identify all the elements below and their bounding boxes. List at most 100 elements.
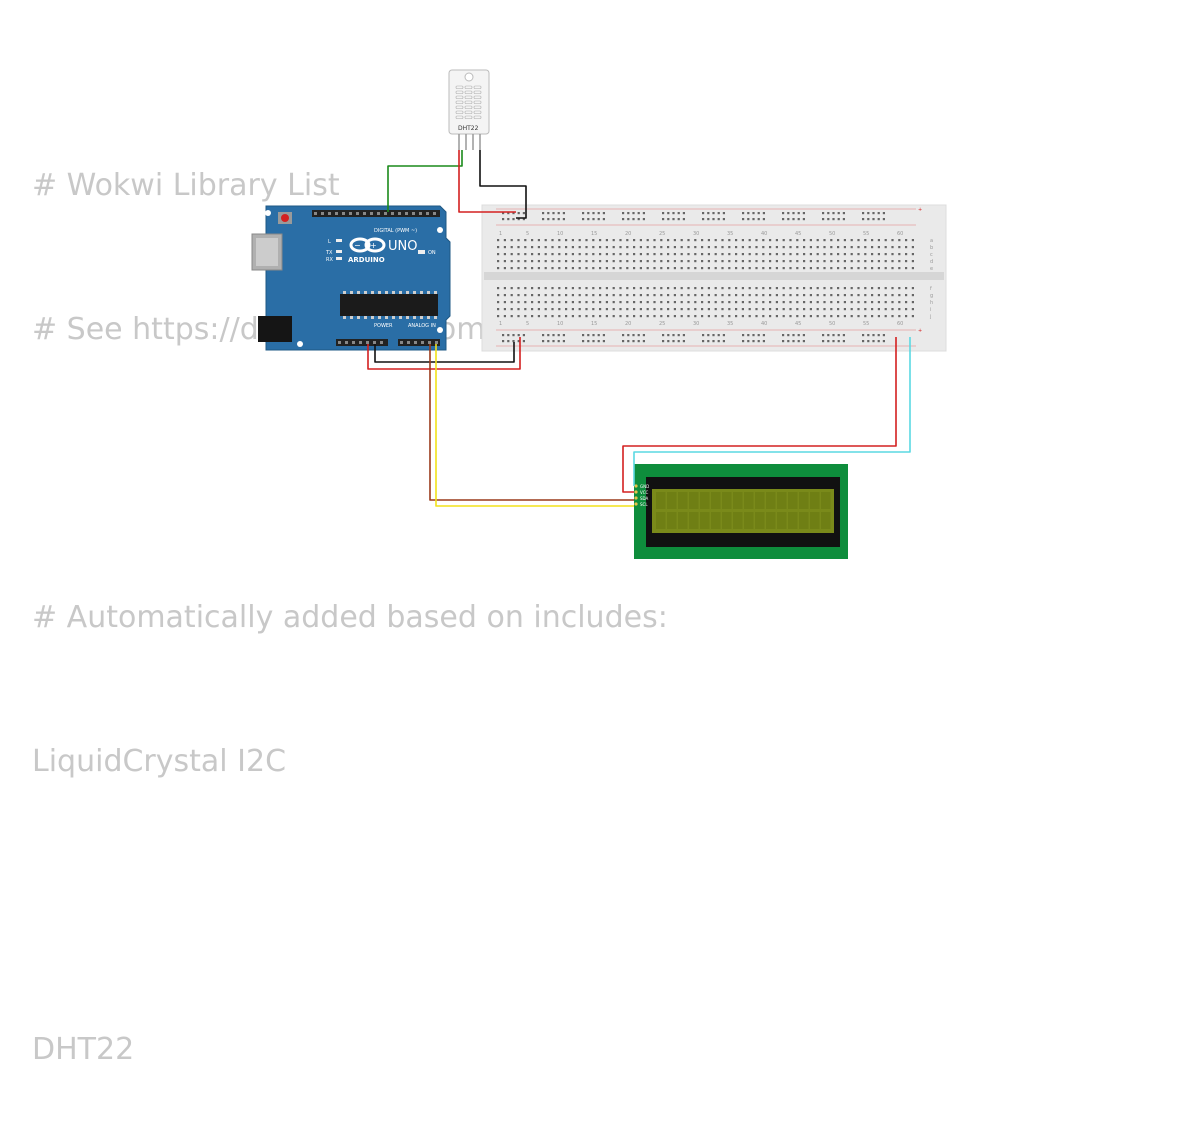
breadboard-hole [830,287,833,290]
header-pin [377,212,380,215]
breadboard-hole [864,246,867,249]
wire-lcd-gnd-cyan[interactable] [633,337,911,486]
rail-hole [862,218,865,221]
rail-hole [862,212,865,215]
breadboard-hole [551,315,554,318]
wire-arduino-gnd-black[interactable] [374,342,515,363]
breadboard-hole [524,315,527,318]
rail-hole [762,334,765,337]
breadboard-hole [619,267,622,270]
breadboard-hole [782,287,785,290]
column-number: 15 [591,321,597,327]
breadboard-hole [898,239,901,242]
breadboard-hole [660,253,663,256]
breadboard-hole [721,294,724,297]
rail-hole [837,212,840,215]
column-number: 10 [557,231,563,237]
breadboard-hole [605,246,608,249]
wire-dht-vcc-red[interactable] [458,150,516,213]
breadboard-hole [517,294,520,297]
breadboard-hole [884,239,887,242]
breadboard-hole [911,267,914,270]
breadboard[interactable]: + + 1 5 10 15 20 25 30 35 40 45 50 55 60… [481,204,947,352]
lcd-i2c-display[interactable]: GND VCC SDA SCL [634,464,848,559]
breadboard-hole [796,294,799,297]
breadboard-hole [728,287,731,290]
breadboard-hole [796,315,799,318]
breadboard-hole [850,239,853,242]
breadboard-hole [565,315,568,318]
breadboard-hole [789,246,792,249]
breadboard-hole [891,260,894,263]
breadboard-hole [762,287,765,290]
breadboard-hole [687,267,690,270]
breadboard-hole [775,246,778,249]
wire-scl-yellow[interactable] [435,344,634,507]
rail-hole [547,218,550,221]
breadboard-hole [762,260,765,263]
arduino-uno[interactable]: DIGITAL (PWM ~) − + UNO ARDUINO L TX RX … [251,205,451,351]
breadboard-hole [503,294,506,297]
lcd-pin-pad [634,502,638,506]
breadboard-hole [687,301,690,304]
rail-hole [547,340,550,343]
grille-slot [473,100,482,104]
rail-hole [797,218,800,221]
breadboard-hole [762,246,765,249]
breadboard-hole [612,260,615,263]
dht22-mount-hole [464,72,474,82]
wire-arduino-5v-red[interactable] [367,337,521,370]
breadboard-hole [599,308,602,311]
breadboard-hole [680,246,683,249]
breadboard-hole [816,301,819,304]
breadboard-hole [762,315,765,318]
breadboard-hole [626,308,629,311]
arduino-logo-right-ring [364,237,386,253]
breadboard-hole [823,308,826,311]
digital-pin-header [312,210,440,217]
breadboard-hole [537,308,540,311]
breadboard-hole [905,294,908,297]
breadboard-hole [898,315,901,318]
wire-dht-gnd-black[interactable] [479,150,527,219]
breadboard-hole [551,267,554,270]
breadboard-hole [837,267,840,270]
breadboard-hole [565,267,568,270]
breadboard-hole [510,287,513,290]
wire-dht-data-green[interactable] [387,150,463,212]
breadboard-hole [626,301,629,304]
breadboard-hole [830,246,833,249]
breadboard-hole [748,267,751,270]
rail-hole [542,212,545,215]
breadboard-hole [565,301,568,304]
breadboard-hole [571,301,574,304]
breadboard-hole [673,246,676,249]
rail-hole [552,218,555,221]
breadboard-hole [769,315,772,318]
breadboard-hole [843,287,846,290]
wire-lcd-vcc-red[interactable] [622,337,897,493]
breadboard-hole [775,308,778,311]
rail-hole [792,340,795,343]
rail-hole [837,340,840,343]
lcd-cell [810,512,820,529]
breadboard-hole [789,308,792,311]
rail-hole [792,212,795,215]
rail-hole [597,334,600,337]
rail-hole [752,340,755,343]
breadboard-hole [578,253,581,256]
breadboard-hole [701,253,704,256]
rail-hole [742,218,745,221]
breadboard-hole [905,315,908,318]
rail-hole [842,218,845,221]
breadboard-hole [823,301,826,304]
breadboard-hole [884,301,887,304]
breadboard-hole [837,260,840,263]
breadboard-hole [537,253,540,256]
dht22-sensor[interactable]: DHT22 [448,69,490,150]
breadboard-hole [667,260,670,263]
breadboard-hole [524,246,527,249]
wire-sda-brown[interactable] [429,344,634,501]
grille-slot [455,110,464,114]
breadboard-hole [531,246,534,249]
